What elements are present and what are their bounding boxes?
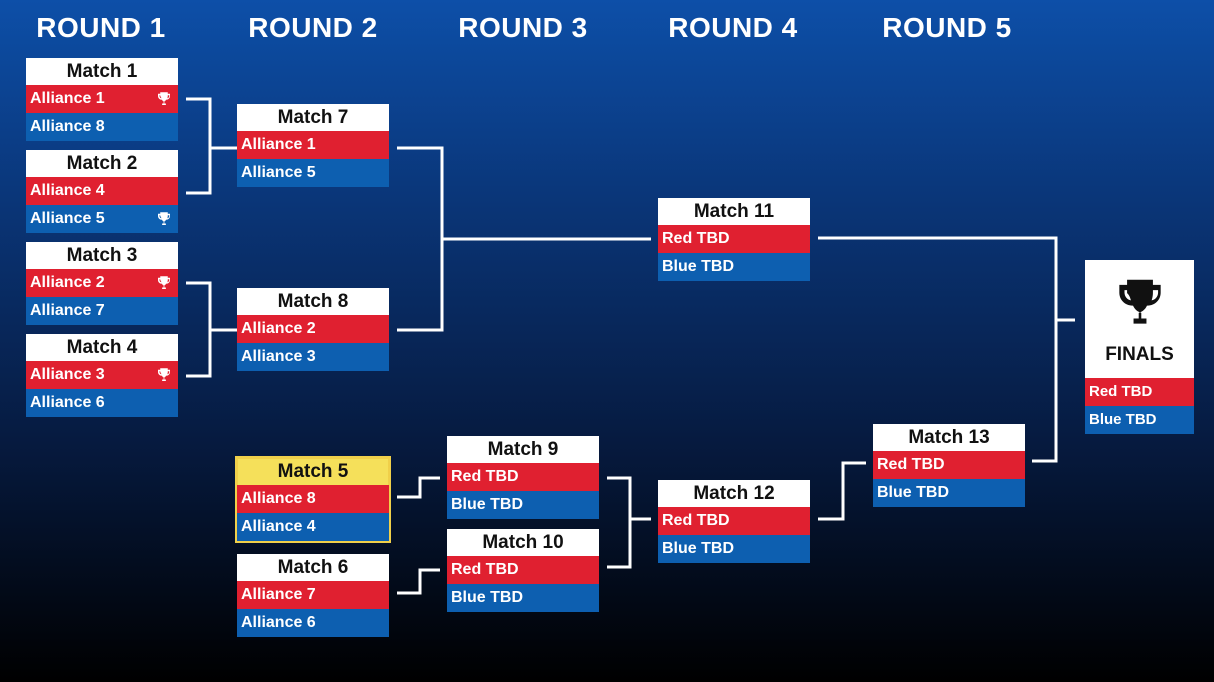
match-5[interactable]: Match 5 Alliance 8 Alliance 4 — [235, 456, 391, 543]
blue-alliance: Alliance 5 — [26, 205, 178, 233]
match-13[interactable]: Match 13 Red TBD Blue TBD — [873, 424, 1025, 507]
red-alliance: Red TBD — [658, 225, 810, 253]
match-title: Match 6 — [237, 554, 389, 581]
red-alliance: Red TBD — [658, 507, 810, 535]
match-title: Match 7 — [237, 104, 389, 131]
match-4[interactable]: Match 4 Alliance 3 Alliance 6 — [26, 334, 178, 417]
match-title: Match 13 — [873, 424, 1025, 451]
blue-alliance: Alliance 8 — [26, 113, 178, 141]
blue-alliance: Alliance 6 — [237, 609, 389, 637]
match-title: Match 10 — [447, 529, 599, 556]
match-3[interactable]: Match 3 Alliance 2 Alliance 7 — [26, 242, 178, 325]
match-title: Match 4 — [26, 334, 178, 361]
winner-trophy-icon — [155, 90, 173, 108]
finals-header: FINALS — [1085, 260, 1194, 378]
match-11[interactable]: Match 11 Red TBD Blue TBD — [658, 198, 810, 281]
match-10[interactable]: Match 10 Red TBD Blue TBD — [447, 529, 599, 612]
blue-alliance: Blue TBD — [1085, 406, 1194, 434]
match-6[interactable]: Match 6 Alliance 7 Alliance 6 — [237, 554, 389, 637]
finals-card[interactable]: FINALS Red TBD Blue TBD — [1085, 260, 1194, 434]
red-alliance: Red TBD — [1085, 378, 1194, 406]
blue-alliance: Alliance 5 — [237, 159, 389, 187]
match-title: Match 1 — [26, 58, 178, 85]
red-alliance: Alliance 1 — [26, 85, 178, 113]
match-9[interactable]: Match 9 Red TBD Blue TBD — [447, 436, 599, 519]
round-2-header: ROUND 2 — [248, 12, 378, 43]
finals-label: FINALS — [1105, 344, 1174, 365]
blue-alliance: Blue TBD — [447, 584, 599, 612]
round-3-header: ROUND 3 — [458, 12, 588, 43]
red-alliance: Red TBD — [873, 451, 1025, 479]
winner-trophy-icon — [155, 366, 173, 384]
blue-alliance: Alliance 4 — [237, 513, 389, 541]
match-title: Match 9 — [447, 436, 599, 463]
red-alliance: Red TBD — [447, 463, 599, 491]
match-title: Match 12 — [658, 480, 810, 507]
red-alliance: Alliance 1 — [237, 131, 389, 159]
match-12[interactable]: Match 12 Red TBD Blue TBD — [658, 480, 810, 563]
blue-alliance: Blue TBD — [658, 253, 810, 281]
match-8[interactable]: Match 8 Alliance 2 Alliance 3 — [237, 288, 389, 371]
trophy-icon — [1109, 272, 1171, 334]
red-alliance: Alliance 8 — [237, 485, 389, 513]
blue-alliance: Alliance 3 — [237, 343, 389, 371]
match-1[interactable]: Match 1 Alliance 1 Alliance 8 — [26, 58, 178, 141]
winner-trophy-icon — [155, 274, 173, 292]
blue-alliance: Alliance 6 — [26, 389, 178, 417]
blue-alliance: Blue TBD — [873, 479, 1025, 507]
red-alliance: Alliance 3 — [26, 361, 178, 389]
round-5-header: ROUND 5 — [882, 12, 1012, 43]
blue-alliance: Blue TBD — [447, 491, 599, 519]
round-4-header: ROUND 4 — [668, 12, 798, 43]
red-alliance: Alliance 4 — [26, 177, 178, 205]
match-2[interactable]: Match 2 Alliance 4 Alliance 5 — [26, 150, 178, 233]
red-alliance: Alliance 2 — [26, 269, 178, 297]
match-7[interactable]: Match 7 Alliance 1 Alliance 5 — [237, 104, 389, 187]
red-alliance: Alliance 7 — [237, 581, 389, 609]
blue-alliance: Alliance 7 — [26, 297, 178, 325]
red-alliance: Alliance 2 — [237, 315, 389, 343]
red-alliance: Red TBD — [447, 556, 599, 584]
match-title: Match 8 — [237, 288, 389, 315]
round-1-header: ROUND 1 — [36, 12, 166, 43]
match-title: Match 11 — [658, 198, 810, 225]
blue-alliance: Blue TBD — [658, 535, 810, 563]
winner-trophy-icon — [155, 210, 173, 228]
match-title: Match 5 — [237, 458, 389, 485]
match-title: Match 3 — [26, 242, 178, 269]
match-title: Match 2 — [26, 150, 178, 177]
